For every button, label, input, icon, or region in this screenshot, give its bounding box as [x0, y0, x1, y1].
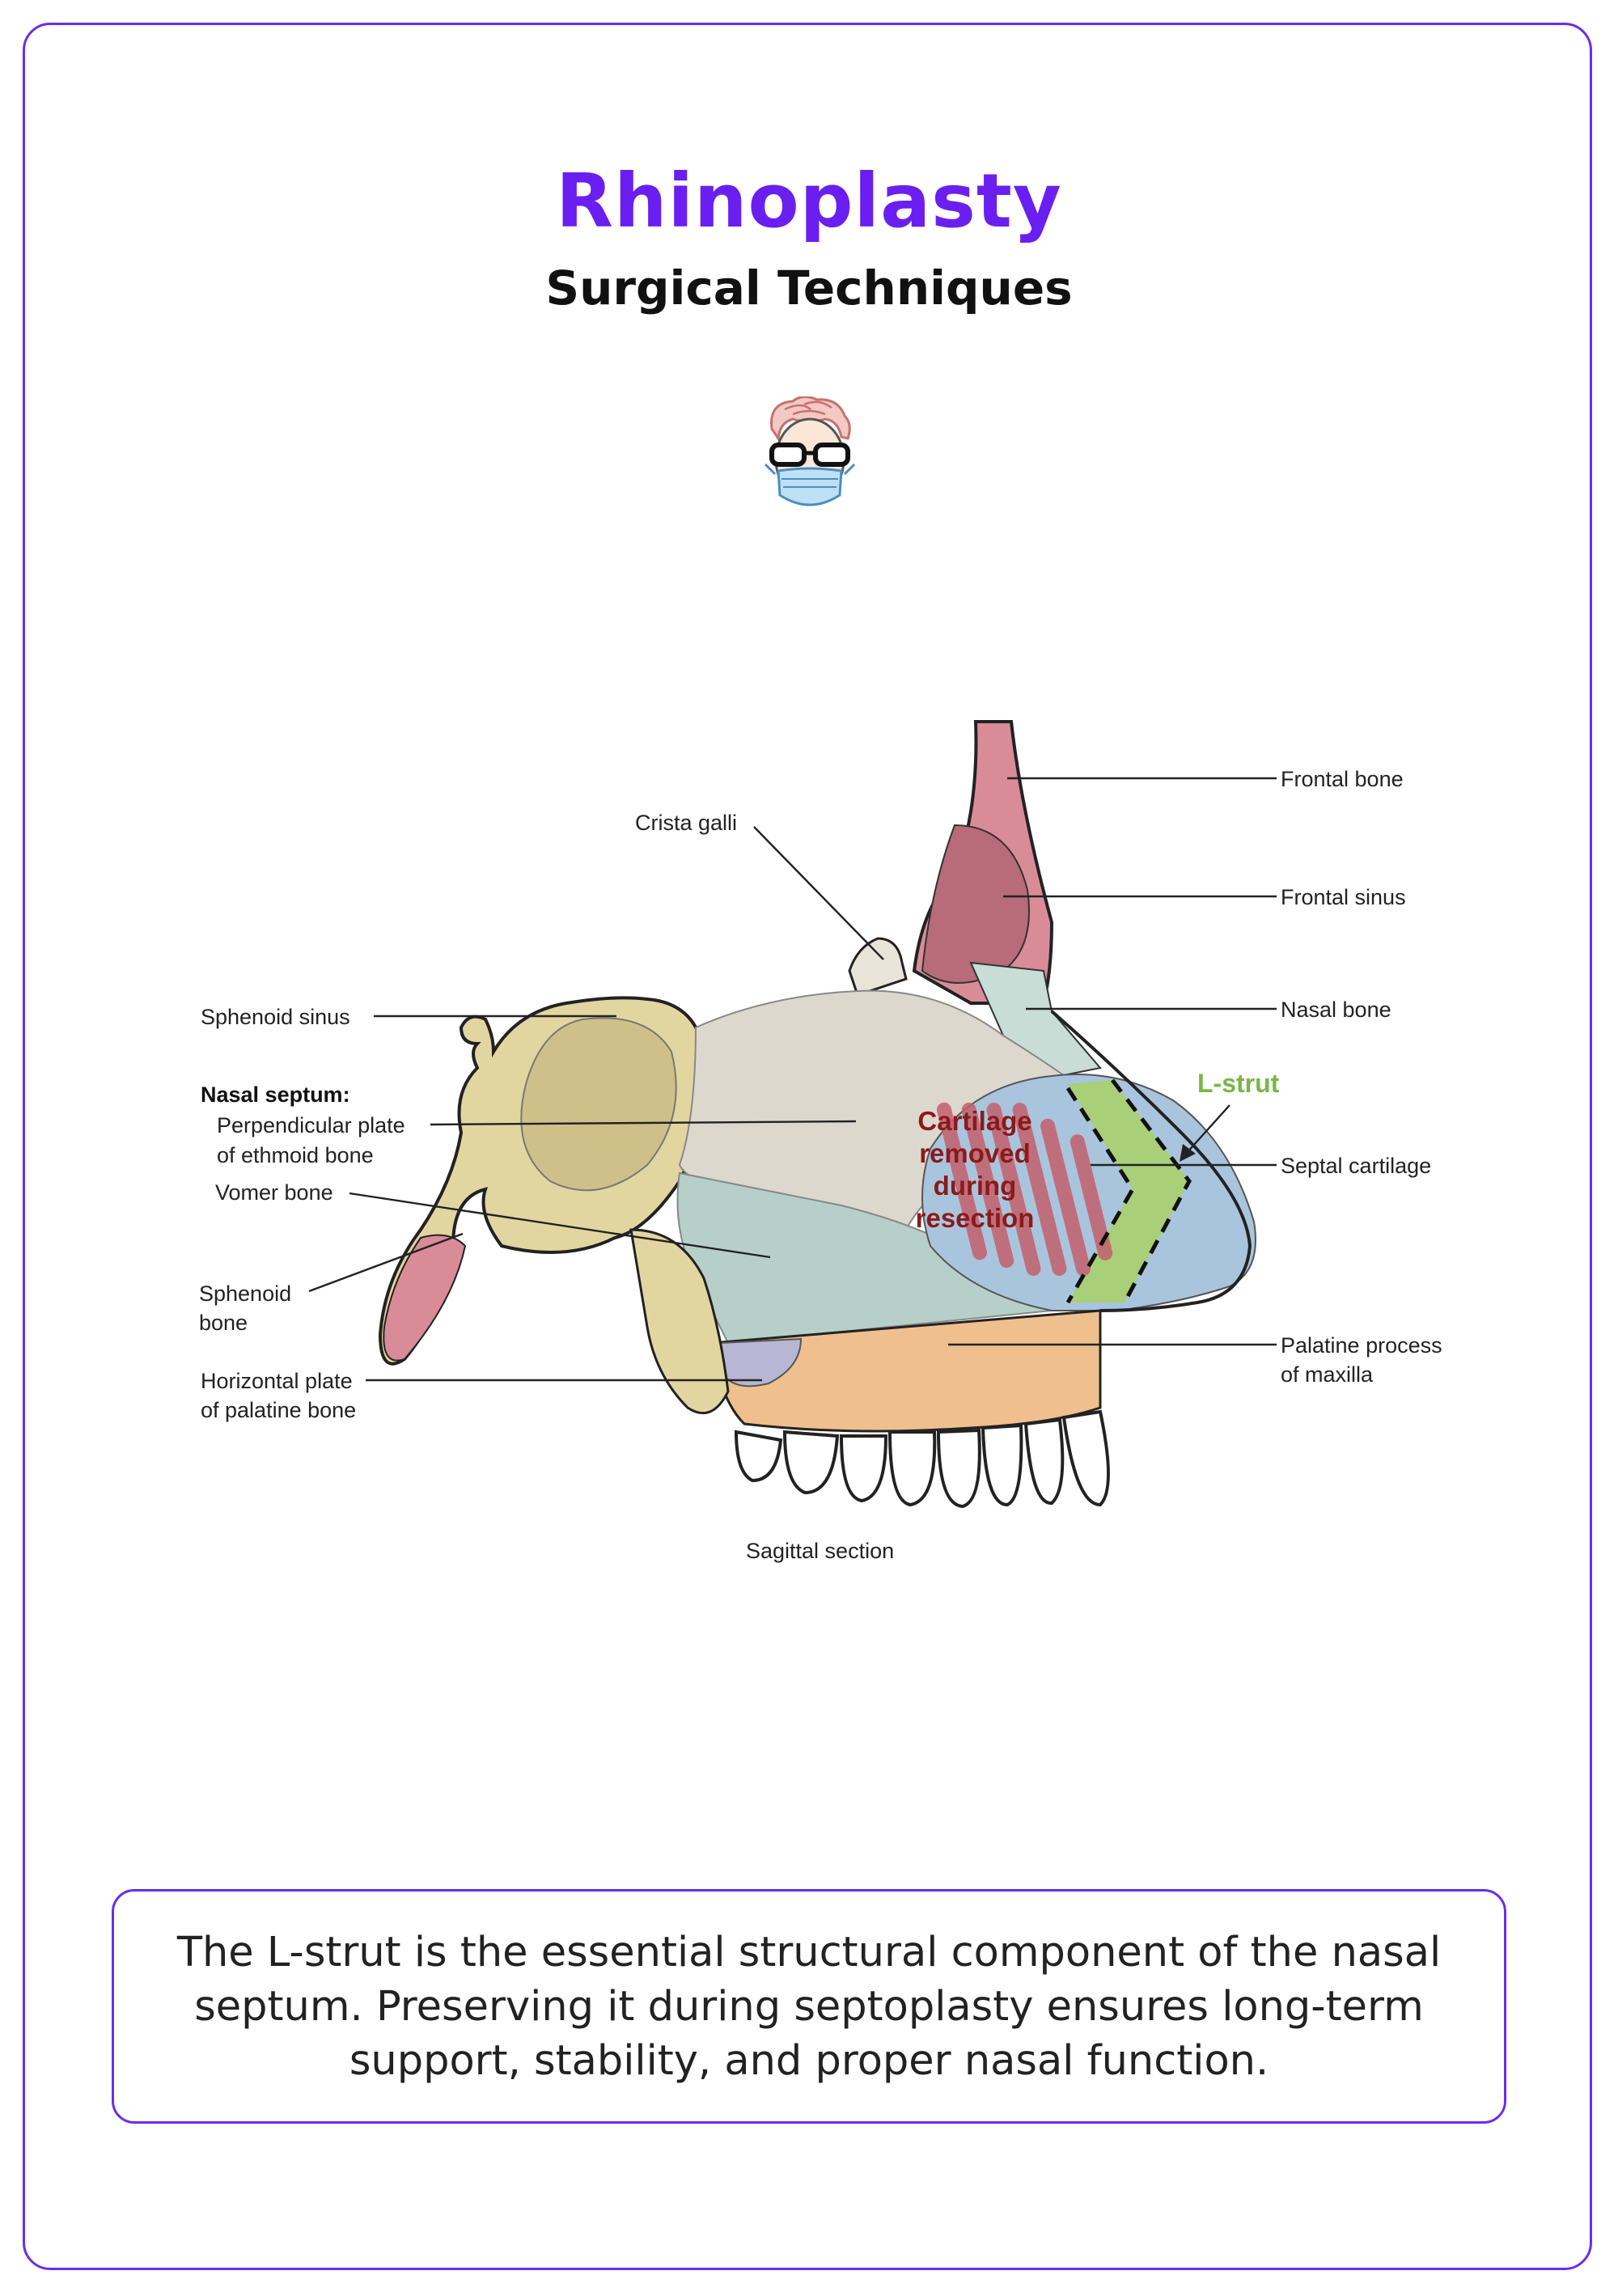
teeth [734, 1409, 1110, 1509]
leader-l-strut [1185, 1104, 1230, 1154]
label-sphenoid-bone-line1: Sphenoid [199, 1281, 291, 1306]
label-palatine-process-line2: of maxilla [1281, 1362, 1374, 1387]
label-perpendicular-plate-line2: of ethmoid bone [217, 1143, 374, 1167]
removed-line-4: resection [916, 1203, 1035, 1233]
nose-outline [1050, 1010, 1252, 1312]
sphenoid-sinus-shape [520, 1017, 677, 1192]
content-card [23, 23, 1592, 2270]
page-title: Rhinoplasty [556, 158, 1062, 244]
removed-line-3: during [934, 1171, 1017, 1201]
leader-vomer [349, 1192, 771, 1259]
removed-cartilage-hatching [936, 1102, 1113, 1277]
label-horizontal-plate-line1: Horizontal plate [201, 1369, 353, 1393]
crista-galli-shape [848, 937, 908, 997]
leader-sphenoid-bone [308, 1232, 464, 1293]
label-perpendicular-plate-line1: Perpendicular plate [217, 1113, 405, 1137]
l-strut-dashed-inner [1065, 1087, 1135, 1304]
label-vomer-bone: Vomer bone [215, 1180, 333, 1205]
label-palatine-process-line1: Palatine process [1281, 1333, 1442, 1358]
l-strut-dashed-outer [1111, 1078, 1192, 1304]
label-crista-galli: Crista galli [635, 811, 737, 835]
horizontal-plate-shape [718, 1337, 803, 1387]
label-horizontal-plate-line2: of palatine bone [201, 1398, 356, 1422]
removed-line-2: removed [919, 1138, 1031, 1168]
label-sphenoid-bone-line2: bone [199, 1311, 248, 1335]
label-frontal-bone: Frontal bone [1281, 767, 1404, 791]
note-text: The L-strut is the essential structural … [176, 1928, 1442, 2085]
label-l-strut: L-strut [1197, 1069, 1280, 1098]
removed-cartilage-label: Cartilage removed during resection [916, 1106, 1035, 1233]
posterior-bone-shape [629, 1228, 730, 1415]
surgeon-avatar-icon [764, 396, 856, 506]
label-frontal-sinus: Frontal sinus [1281, 885, 1406, 909]
note-box: The L-strut is the essential structural … [112, 1889, 1506, 2124]
page-subtitle: Surgical Techniques [545, 261, 1073, 316]
l-strut-shape [1068, 1080, 1189, 1303]
leader-crista-galli [753, 826, 884, 960]
label-nasal-septum: Nasal septum: [201, 1082, 350, 1107]
l-strut-arrowhead [1180, 1144, 1196, 1162]
label-sphenoid-sinus: Sphenoid sinus [201, 1005, 350, 1029]
sphenoid-pink-shape [383, 1234, 467, 1362]
label-nasal-bone: Nasal bone [1281, 998, 1391, 1022]
leader-perpendicular-plate [430, 1120, 857, 1126]
removed-line-1: Cartilage [917, 1106, 1031, 1136]
label-sagittal-section: Sagittal section [746, 1539, 894, 1563]
label-septal-cartilage: Septal cartilage [1281, 1154, 1431, 1178]
